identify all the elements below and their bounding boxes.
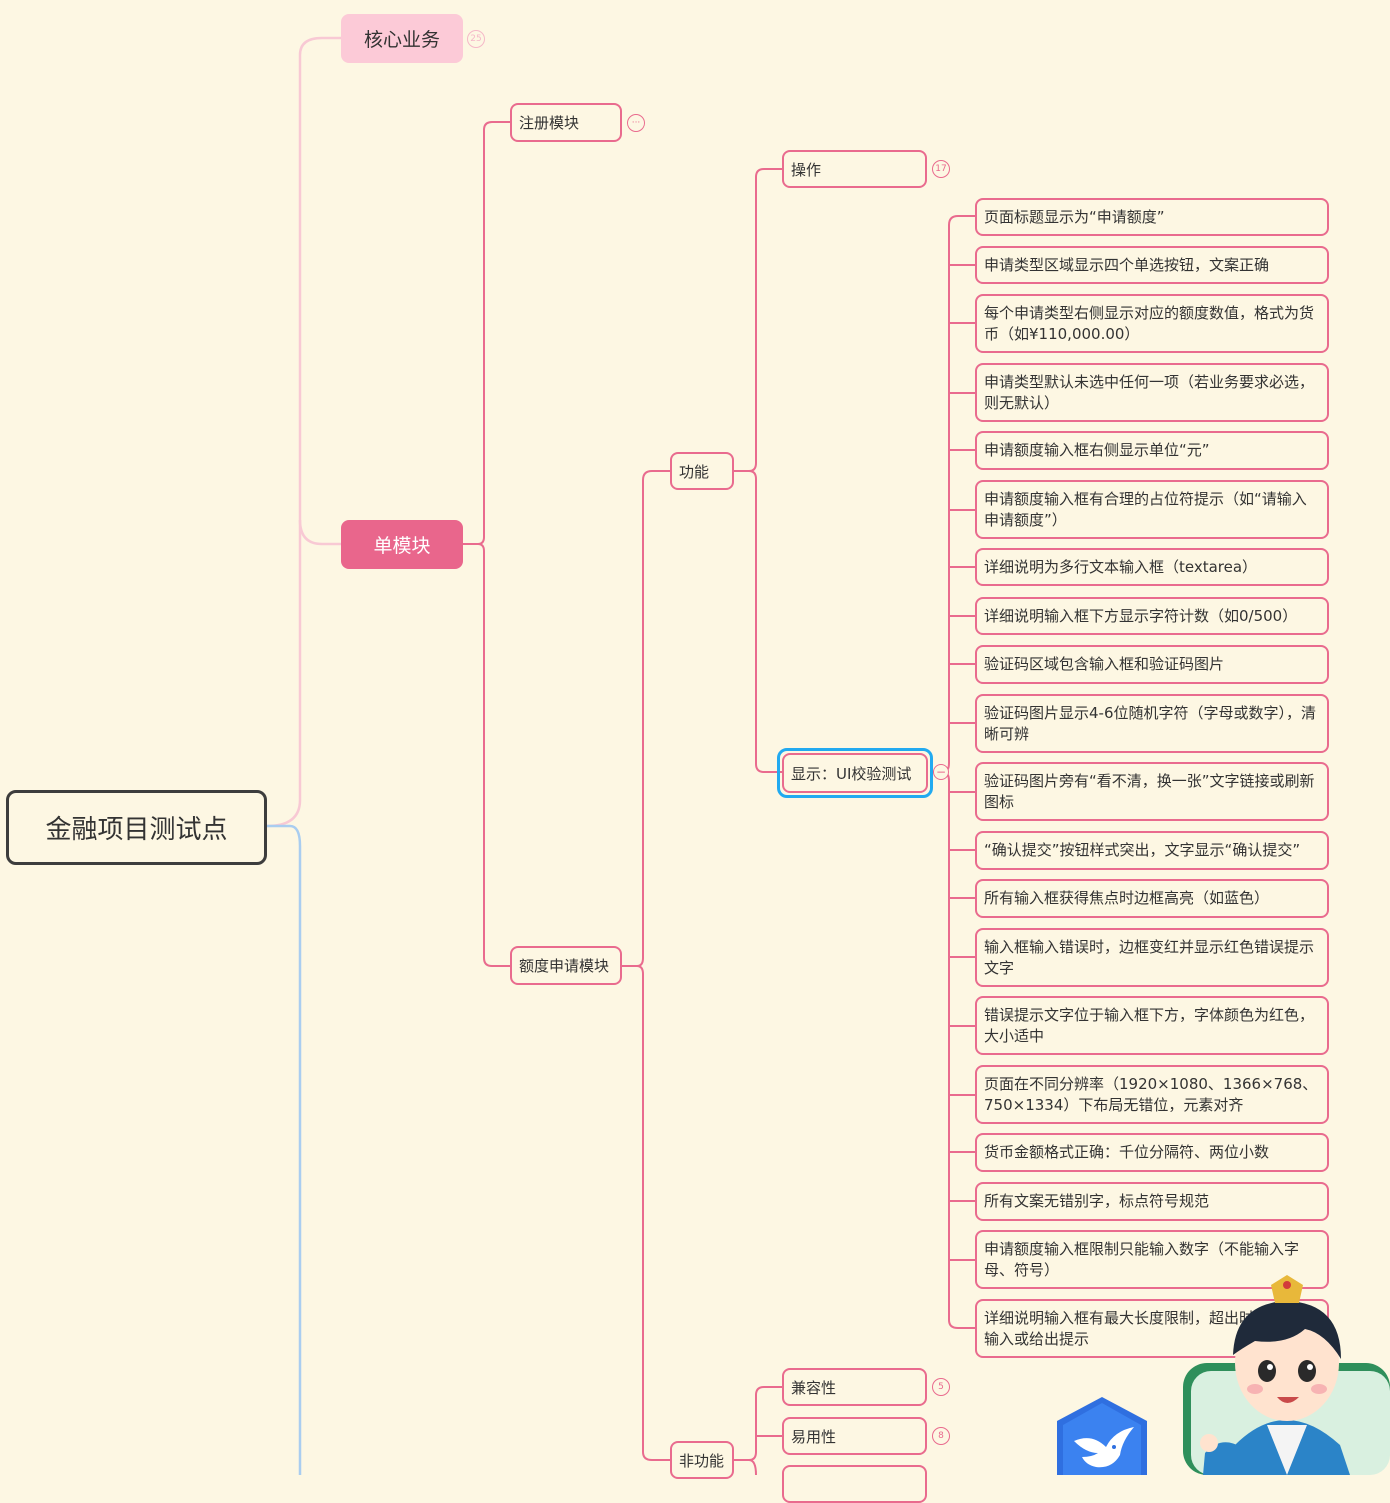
ui-check-item[interactable]: 错误提示文字位于输入框下方，字体颜色为红色，大小适中 <box>975 996 1329 1055</box>
ui-check-item[interactable]: 页面在不同分辨率（1920×1080、1366×768、750×1334）下布局… <box>975 1065 1329 1124</box>
collapsed-more-icon[interactable]: ··· <box>627 114 645 132</box>
ui-check-item[interactable]: 验证码区域包含输入框和验证码图片 <box>975 645 1329 684</box>
blue-bird-logo-icon[interactable] <box>1052 1395 1152 1475</box>
ui-check-item[interactable]: “确认提交”按钮样式突出，文字显示“确认提交” <box>975 831 1329 870</box>
topic-compatibility[interactable]: 兼容性 <box>782 1368 927 1406</box>
ui-check-item[interactable]: 所有输入框获得焦点时边框高亮（如蓝色） <box>975 879 1329 918</box>
topic-single-module[interactable]: 单模块 <box>341 520 463 569</box>
ui-check-item[interactable]: 申请额度输入框有合理的占位符提示（如“请输入申请额度”） <box>975 480 1329 539</box>
topic-operation[interactable]: 操作 <box>782 150 927 188</box>
topic-nonfunction[interactable]: 非功能 <box>670 1441 734 1479</box>
ui-check-item[interactable]: 页面标题显示为“申请额度” <box>975 198 1329 236</box>
ui-check-item[interactable]: 详细说明输入框下方显示字符计数（如0/500） <box>975 597 1329 635</box>
topic-usability[interactable]: 易用性 <box>782 1417 927 1455</box>
collapsed-count-badge[interactable]: 25 <box>467 30 485 48</box>
topic-core-business-label: 核心业务 <box>364 25 440 52</box>
root-topic-label: 金融项目测试点 <box>45 809 227 846</box>
collapsed-count-badge[interactable]: 17 <box>932 160 950 178</box>
topic-register-module[interactable]: 注册模块 <box>510 103 622 142</box>
ui-check-item[interactable]: 验证码图片显示4-6位随机字符（字母或数字），清晰可辨 <box>975 694 1329 753</box>
collapsed-count-badge[interactable]: 5 <box>932 1378 950 1396</box>
ui-check-item[interactable]: 货币金额格式正确：千位分隔符、两位小数 <box>975 1133 1329 1172</box>
ui-check-item[interactable]: 申请类型区域显示四个单选按钮，文案正确 <box>975 246 1329 284</box>
ui-check-item[interactable]: 详细说明为多行文本输入框（textarea） <box>975 548 1329 586</box>
ui-check-item[interactable]: 验证码图片旁有“看不清，换一张”文字链接或刷新图标 <box>975 762 1329 821</box>
topic-display-ui-check[interactable]: 显示：UI校验测试 <box>782 753 928 793</box>
root-topic[interactable]: 金融项目测试点 <box>6 790 267 865</box>
topic-single-module-label: 单模块 <box>373 531 430 558</box>
topic-next-nonfunction[interactable] <box>782 1465 927 1503</box>
ui-check-item[interactable]: 申请类型默认未选中任何一项（若业务要求必选，则无默认） <box>975 363 1329 422</box>
topic-quota-module[interactable]: 额度申请模块 <box>510 946 622 985</box>
ui-check-item[interactable]: 所有文案无错别字，标点符号规范 <box>975 1182 1329 1221</box>
topic-core-business[interactable]: 核心业务 <box>341 14 463 63</box>
ui-check-item[interactable]: 输入框输入错误时，边框变红并显示红色错误提示文字 <box>975 928 1329 987</box>
collapsed-count-badge[interactable]: 8 <box>932 1427 950 1445</box>
collapse-toggle-icon[interactable]: − <box>933 764 949 780</box>
ui-check-item[interactable]: 每个申请类型右侧显示对应的额度数值，格式为货币（如¥110,000.00） <box>975 294 1329 353</box>
cartoon-character-mascot <box>1175 1275 1390 1475</box>
ui-check-item[interactable]: 申请额度输入框右侧显示单位“元” <box>975 431 1329 470</box>
topic-function[interactable]: 功能 <box>670 452 734 490</box>
